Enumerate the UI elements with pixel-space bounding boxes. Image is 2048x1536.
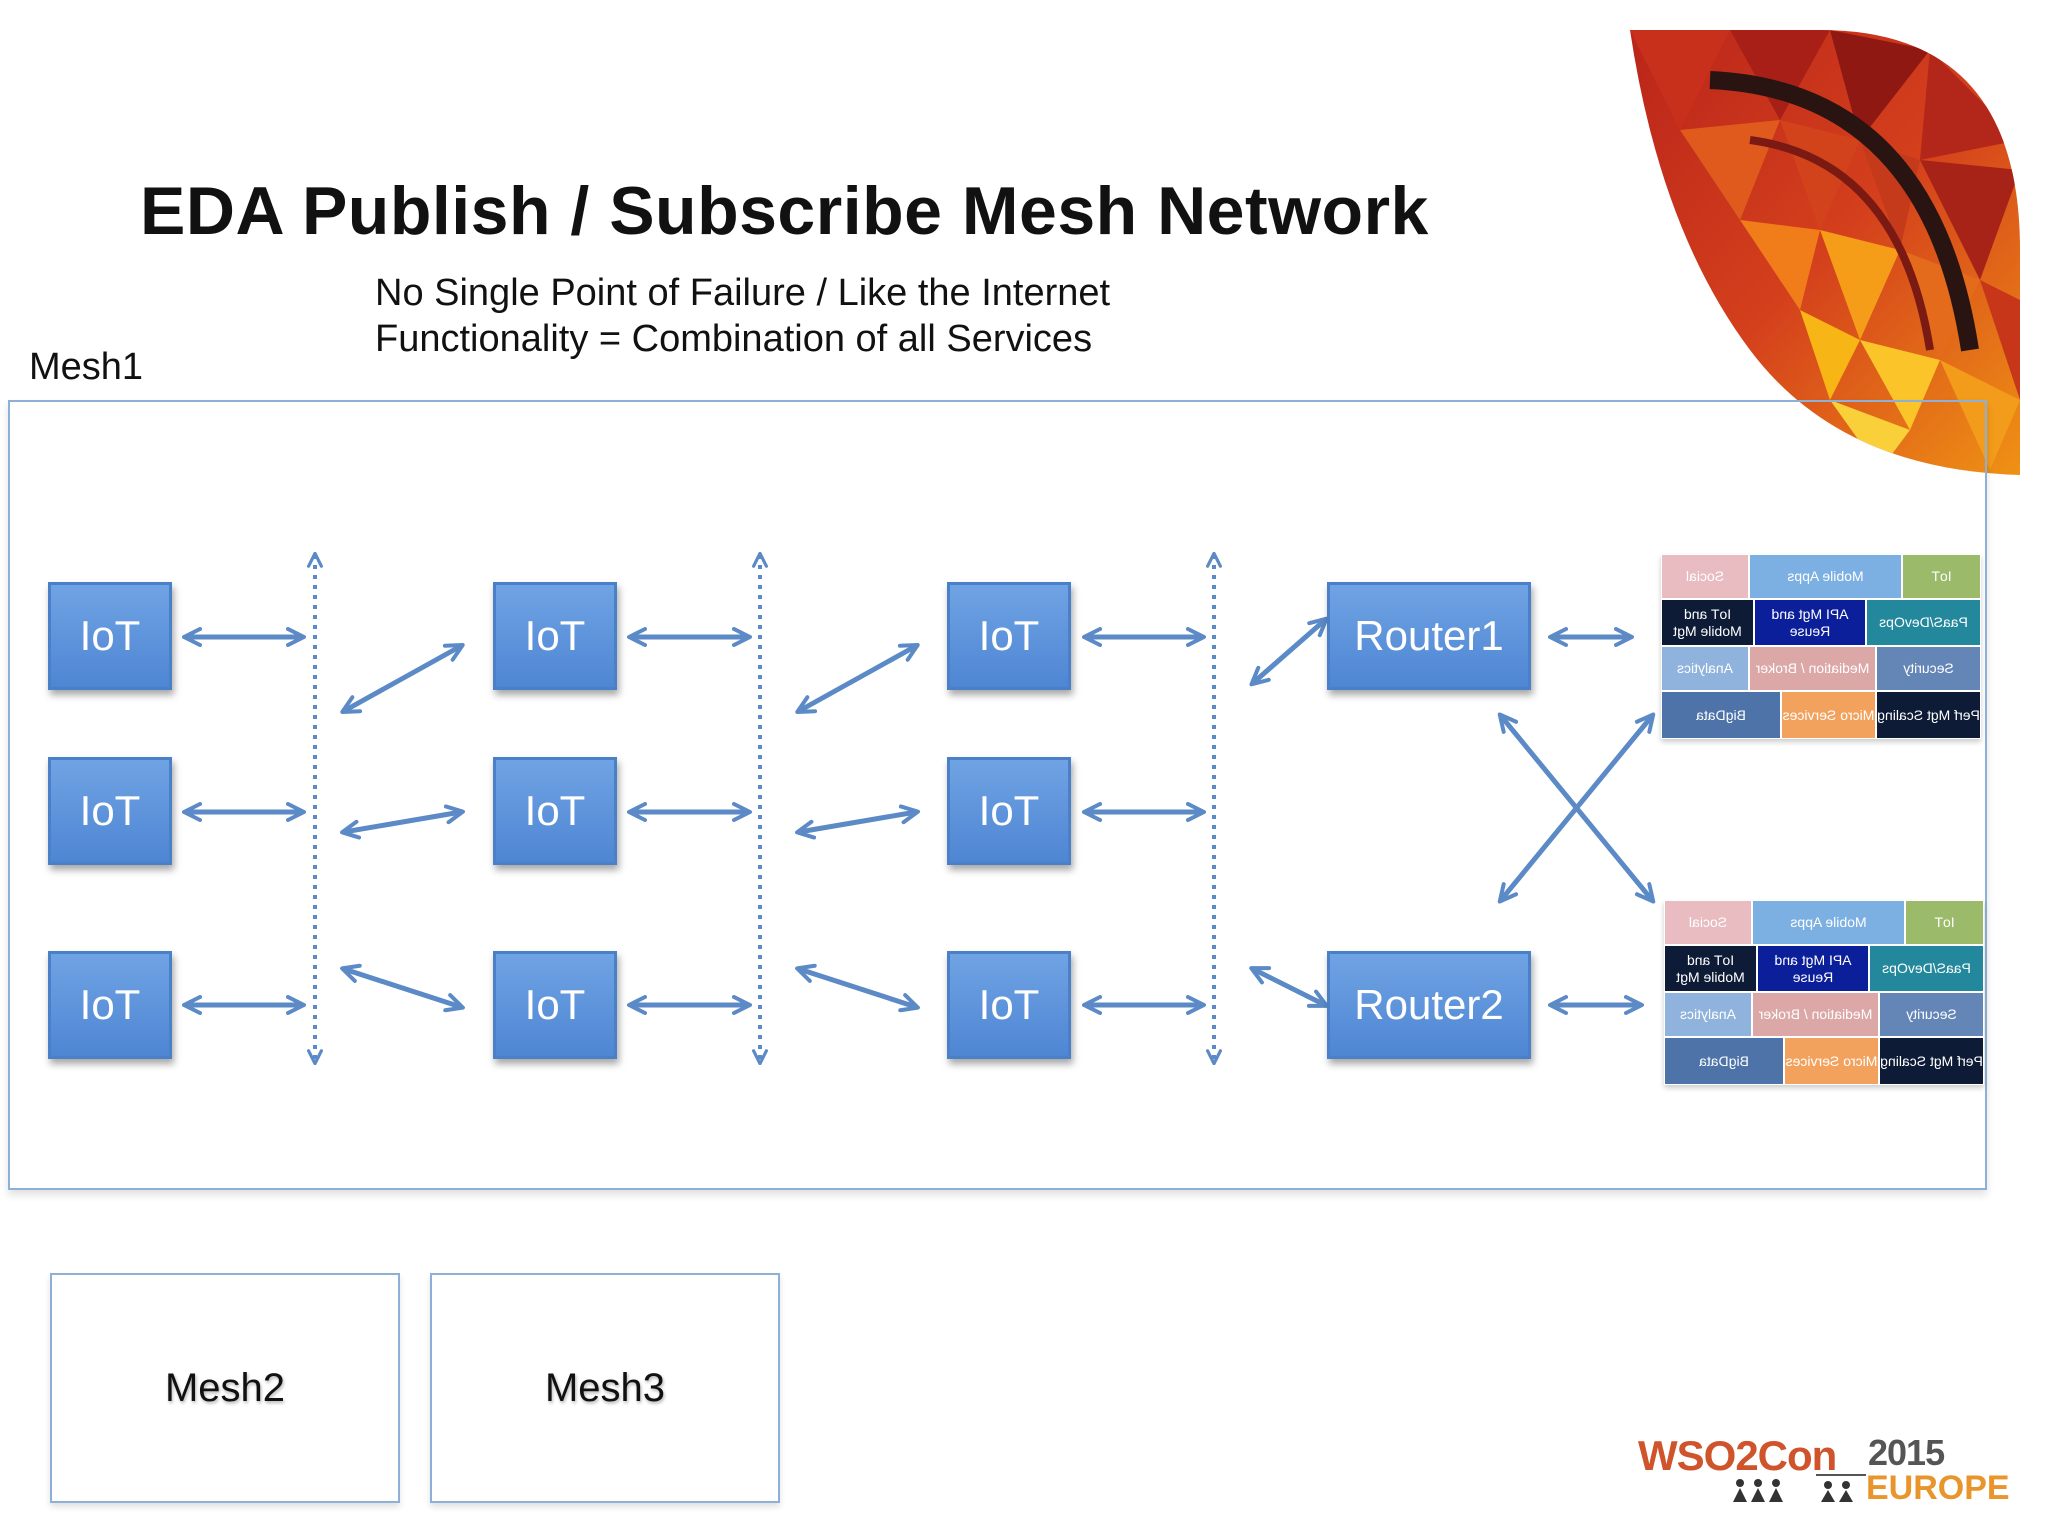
iot-node: IoT [48,757,172,865]
subtitle-line-2: Functionality = Combination of all Servi… [375,318,1093,360]
service-stack-1: Social Mobile Apps IoT IoT and Mobile Mg… [1661,554,1981,739]
tile-api-mgt-reuse: API Mgt and Reuse [1757,945,1869,992]
iot-node-label: IoT [524,787,586,834]
logo-region: EUROPE [1866,1469,2010,1507]
tile-social: Social [1661,554,1749,599]
iot-node: IoT [493,757,617,865]
tile-analytics: Analytics [1661,646,1749,691]
tile-paas-devops: PaaS/DevOps [1866,599,1981,646]
iot-node-label: IoT [978,787,1040,834]
service-stack-2: Social Mobile Apps IoT IoT and Mobile Mg… [1664,900,1984,1085]
arrow-bus-iot [340,643,465,714]
arrow-bus-iot [795,963,920,1013]
tile-iot-mobile-mgt: IoT and Mobile Mgt [1664,945,1757,992]
arrow-cross-router2-services1 [1497,712,1656,904]
tile-security: Security [1879,992,1984,1037]
logo-year: 2015 [1868,1432,1945,1473]
tile-bigdata: BigData [1664,1037,1784,1085]
tile-mediation-broker: Mediation / Broker [1749,646,1876,691]
router1-label: Router1 [1354,612,1504,659]
iot-node-label: IoT [524,981,586,1028]
tile-iot: IoT [1902,554,1981,599]
iot-node: IoT [947,951,1071,1059]
tile-social: Social [1664,900,1752,945]
mesh3-box: Mesh3 [430,1273,780,1503]
iot-node: IoT [947,757,1071,865]
router1-node: Router1 [1327,582,1531,690]
tile-micro-services: Micro Services [1784,1037,1879,1085]
tile-mediation-broker: Mediation / Broker [1752,992,1879,1037]
tile-iot-mobile-mgt: IoT and Mobile Mgt [1661,599,1754,646]
tile-micro-services: Micro Services [1781,691,1876,739]
tile-bigdata: BigData [1661,691,1781,739]
arrow-bus-router1 [1249,616,1329,687]
tile-analytics: Analytics [1664,992,1752,1037]
tile-iot: IoT [1905,900,1984,945]
iot-node-label: IoT [524,612,586,659]
iot-node-label: IoT [978,981,1040,1028]
iot-node: IoT [947,582,1071,690]
mesh3-label: Mesh3 [544,1365,666,1410]
router2-node: Router2 [1327,951,1531,1059]
mesh2-box: Mesh2 [50,1273,400,1503]
arrow-bus-iot [340,963,465,1013]
tile-mobile-apps: Mobile Apps [1752,900,1905,945]
subtitle-line-1: No Single Point of Failure / Like the In… [375,272,1111,314]
iot-node: IoT [493,951,617,1059]
iot-node: IoT [48,582,172,690]
slide-title: EDA Publish / Subscribe Mesh Network [140,173,1429,249]
logo-divider [1816,1474,1866,1476]
iot-node: IoT [48,951,172,1059]
mesh2-label: Mesh2 [164,1365,286,1410]
iot-node-label: IoT [79,612,141,659]
mesh1-label: Mesh1 [29,346,144,388]
router2-label: Router2 [1354,981,1504,1028]
iot-node-label: IoT [79,981,141,1028]
tile-api-mgt-reuse: API Mgt and Reuse [1754,599,1866,646]
tile-paas-devops: PaaS/DevOps [1869,945,1984,992]
iot-node-label: IoT [79,787,141,834]
arrow-bus-iot [795,804,920,840]
arrow-bus-iot [340,804,465,840]
iot-node: IoT [493,582,617,690]
arrow-bus-iot [795,643,920,714]
mesh1-frame [8,400,1987,1190]
tile-mobile-apps: Mobile Apps [1749,554,1902,599]
people-icon [1733,1479,1853,1502]
tile-security: Security [1876,646,1981,691]
logo-brand: WSO2Con [1638,1432,1837,1479]
arrow-bus-router2 [1249,966,1329,1008]
tile-perf-mgt-scaling: Perf Mgt Scaling [1876,691,1981,739]
iot-node-label: IoT [978,612,1040,659]
tile-perf-mgt-scaling: Perf Mgt Scaling [1879,1037,1984,1085]
